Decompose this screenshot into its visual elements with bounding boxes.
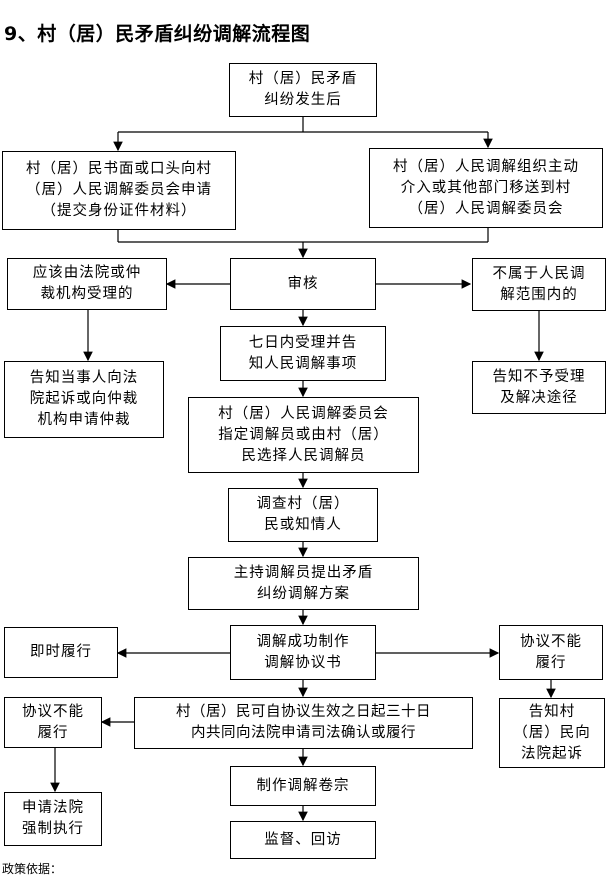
node-archive: 制作调解卷宗 xyxy=(230,766,376,806)
node-investigate-label: 调查村（居） 民或知情人 xyxy=(256,496,350,533)
node-court-case-label: 应该由法院或仲 裁机构受理的 xyxy=(32,265,142,302)
node-accept-label: 七日内受理并告 知人民调解事项 xyxy=(248,334,358,372)
node-assign-label: 村（居）人民调解委员会 指定调解员或由村（居） 民选择人民调解员 xyxy=(218,405,389,464)
node-accept: 七日内受理并告 知人民调解事项 xyxy=(220,326,386,381)
node-review-label: 审核 xyxy=(287,275,319,292)
node-propose-label: 主持调解员提出矛盾 纠纷调解方案 xyxy=(233,564,374,602)
node-confirm-label: 村（居）民可自协议生效之日起三十日 内共同向法院申请司法确认或履行 xyxy=(176,704,431,741)
node-fail-left-label: 协议不能 履行 xyxy=(22,703,84,741)
node-fail-right: 协议不能 履行 xyxy=(499,625,603,680)
node-apply: 村（居）民书面或口头向村 （居）人民调解委员会申请 （提交身份证件材料） xyxy=(2,151,236,230)
node-start: 村（居）民矛盾 纠纷发生后 xyxy=(229,63,377,117)
node-inform-court: 告知当事人向法 院起诉或向仲裁 机构申请仲裁 xyxy=(4,361,164,438)
node-fail-right-label: 协议不能 履行 xyxy=(520,633,582,671)
node-transfer-label: 村（居）人民调解组织主动 介入或其他部门移送到村 （居）人民调解委员会 xyxy=(393,158,579,217)
node-enforce-label: 申请法院 强制执行 xyxy=(22,800,84,837)
node-apply-label: 村（居）民书面或口头向村 （居）人民调解委员会申请 （提交身份证件材料） xyxy=(26,161,212,219)
node-not-scope: 不属于人民调 解范围内的 xyxy=(472,258,606,311)
node-start-label: 村（居）民矛盾 纠纷发生后 xyxy=(248,71,358,108)
policy-basis-label: 政策依据： xyxy=(2,862,63,876)
node-court-case: 应该由法院或仲 裁机构受理的 xyxy=(7,258,167,310)
node-not-scope-label: 不属于人民调 解范围内的 xyxy=(492,265,586,303)
node-transfer: 村（居）人民调解组织主动 介入或其他部门移送到村 （居）人民调解委员会 xyxy=(369,148,603,228)
node-agreement: 调解成功制作 调解协议书 xyxy=(230,625,376,680)
node-perform-now: 即时履行 xyxy=(4,627,118,678)
node-sue-right-label: 告知村 （居）民向 法院起诉 xyxy=(513,703,591,762)
node-inform-court-label: 告知当事人向法 院起诉或向仲裁 机构申请仲裁 xyxy=(29,370,139,428)
node-confirm: 村（居）民可自协议生效之日起三十日 内共同向法院申请司法确认或履行 xyxy=(134,697,473,749)
node-sue-right: 告知村 （居）民向 法院起诉 xyxy=(499,698,605,768)
node-fail-left: 协议不能 履行 xyxy=(4,697,102,748)
node-reject: 告知不予受理 及解决途径 xyxy=(472,361,606,414)
node-perform-now-label: 即时履行 xyxy=(30,644,92,660)
node-agreement-label: 调解成功制作 调解协议书 xyxy=(256,633,350,671)
node-supervise: 监督、回访 xyxy=(230,821,376,859)
node-investigate: 调查村（居） 民或知情人 xyxy=(228,488,378,542)
node-archive-label: 制作调解卷宗 xyxy=(256,777,350,794)
node-assign: 村（居）人民调解委员会 指定调解员或由村（居） 民选择人民调解员 xyxy=(188,397,419,473)
node-supervise-label: 监督、回访 xyxy=(264,831,342,848)
page-title: 9、村（居）民矛盾纠纷调解流程图 xyxy=(4,23,311,45)
node-enforce: 申请法院 强制执行 xyxy=(4,792,102,846)
node-review: 审核 xyxy=(230,258,376,310)
node-reject-label: 告知不予受理 及解决途径 xyxy=(492,368,586,406)
node-propose: 主持调解员提出矛盾 纠纷调解方案 xyxy=(188,557,419,610)
